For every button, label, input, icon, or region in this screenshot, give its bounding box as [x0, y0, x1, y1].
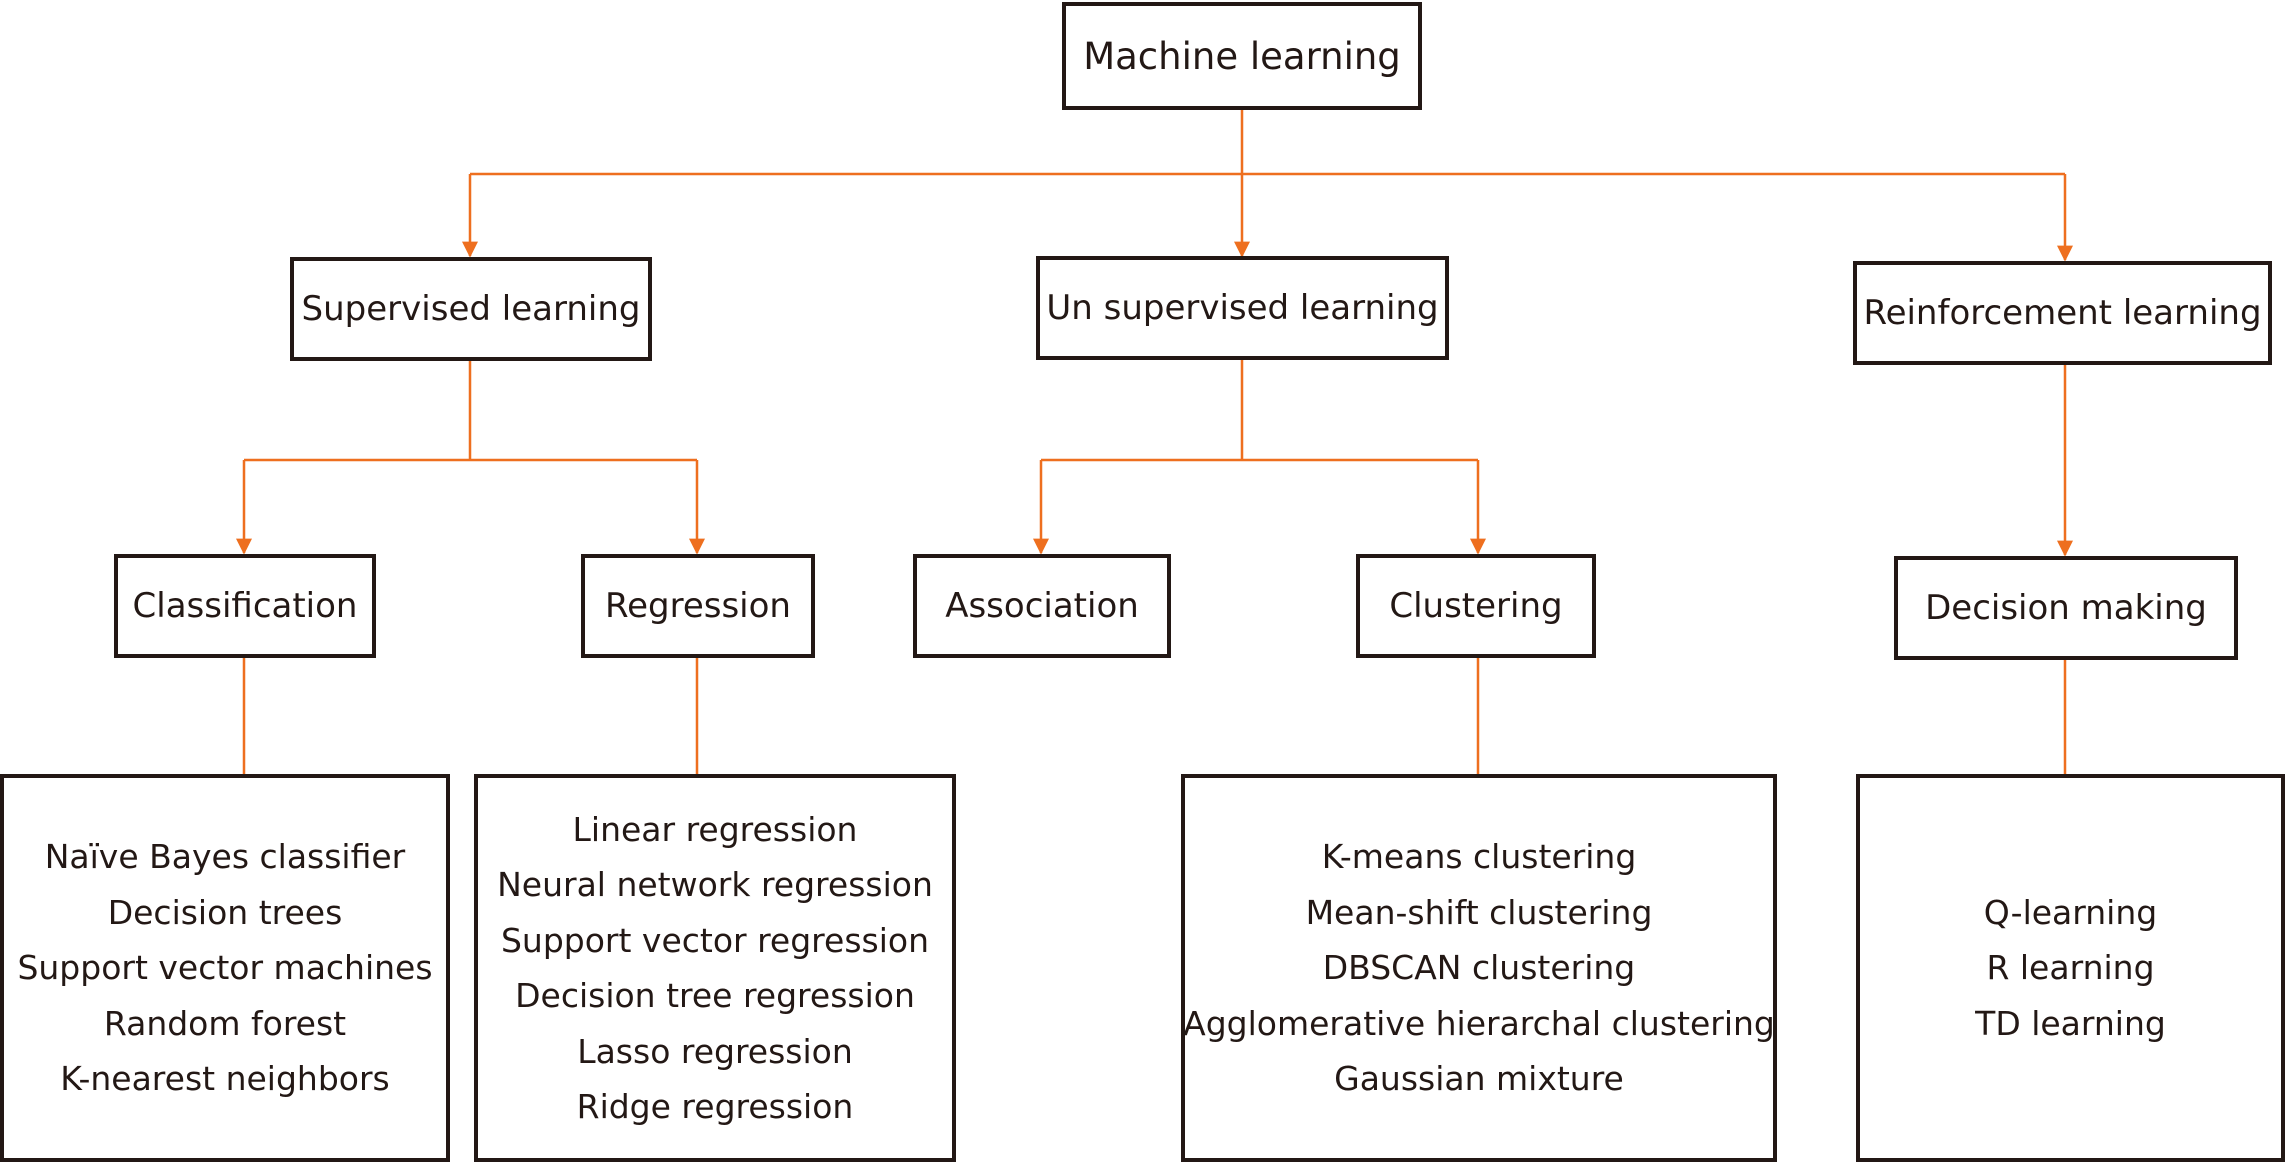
- list-item: Lasso regression: [577, 1031, 853, 1071]
- list-item: Decision tree regression: [515, 976, 915, 1015]
- list-item: TD learning: [1975, 1003, 2166, 1043]
- list-item: Agglomerative hierarchal clustering: [1183, 1003, 1775, 1043]
- node-regression: Regression: [581, 554, 815, 658]
- node-label: Reinforcement learning: [1863, 293, 2262, 333]
- list-item: Support vector machines: [17, 948, 433, 988]
- list-item: Linear regression: [572, 809, 858, 849]
- node-label: Classification: [132, 586, 358, 626]
- list-item: DBSCAN clustering: [1322, 948, 1636, 988]
- node-reinforcement-learning: Reinforcement learning: [1853, 261, 2272, 365]
- node-supervised-learning: Supervised learning: [290, 257, 652, 361]
- list-decision-making-methods: Q-learning R learning TD learning: [1856, 774, 2285, 1162]
- list-item: K-nearest neighbors: [60, 1059, 390, 1099]
- node-label: Association: [945, 586, 1139, 626]
- node-label: Clustering: [1389, 586, 1563, 626]
- node-unsupervised-learning: Un supervised learning: [1036, 256, 1449, 360]
- list-clustering-methods: K-means clustering Mean-shift clustering…: [1181, 774, 1777, 1162]
- list-item: Decision trees: [107, 892, 343, 932]
- list-item: Gaussian mixture: [1334, 1059, 1624, 1099]
- node-decision-making: Decision making: [1894, 556, 2238, 660]
- node-machine-learning: Machine learning: [1062, 2, 1422, 110]
- node-association: Association: [913, 554, 1171, 658]
- list-item: Support vector regression: [500, 920, 929, 960]
- node-clustering: Clustering: [1356, 554, 1596, 658]
- list-classification-methods: Naïve Bayes classifier Decision trees Su…: [0, 774, 450, 1162]
- node-label: Un supervised learning: [1046, 288, 1439, 328]
- list-item: K-means clustering: [1321, 837, 1637, 877]
- list-item: Neural network regression: [497, 865, 933, 904]
- node-classification: Classification: [114, 554, 376, 658]
- list-item: Ridge regression: [576, 1087, 854, 1126]
- list-item: Naïve Bayes classifier: [44, 837, 406, 877]
- list-regression-methods: Linear regression Neural network regress…: [474, 774, 956, 1162]
- list-item: Q-learning: [1983, 892, 2158, 932]
- node-label: Decision making: [1925, 588, 2207, 628]
- list-item: R learning: [1986, 948, 2155, 988]
- node-label: Regression: [605, 586, 791, 626]
- list-item: Random forest: [103, 1003, 347, 1043]
- node-label: Supervised learning: [301, 289, 641, 329]
- node-label: Machine learning: [1083, 34, 1401, 78]
- list-item: Mean-shift clustering: [1305, 892, 1653, 932]
